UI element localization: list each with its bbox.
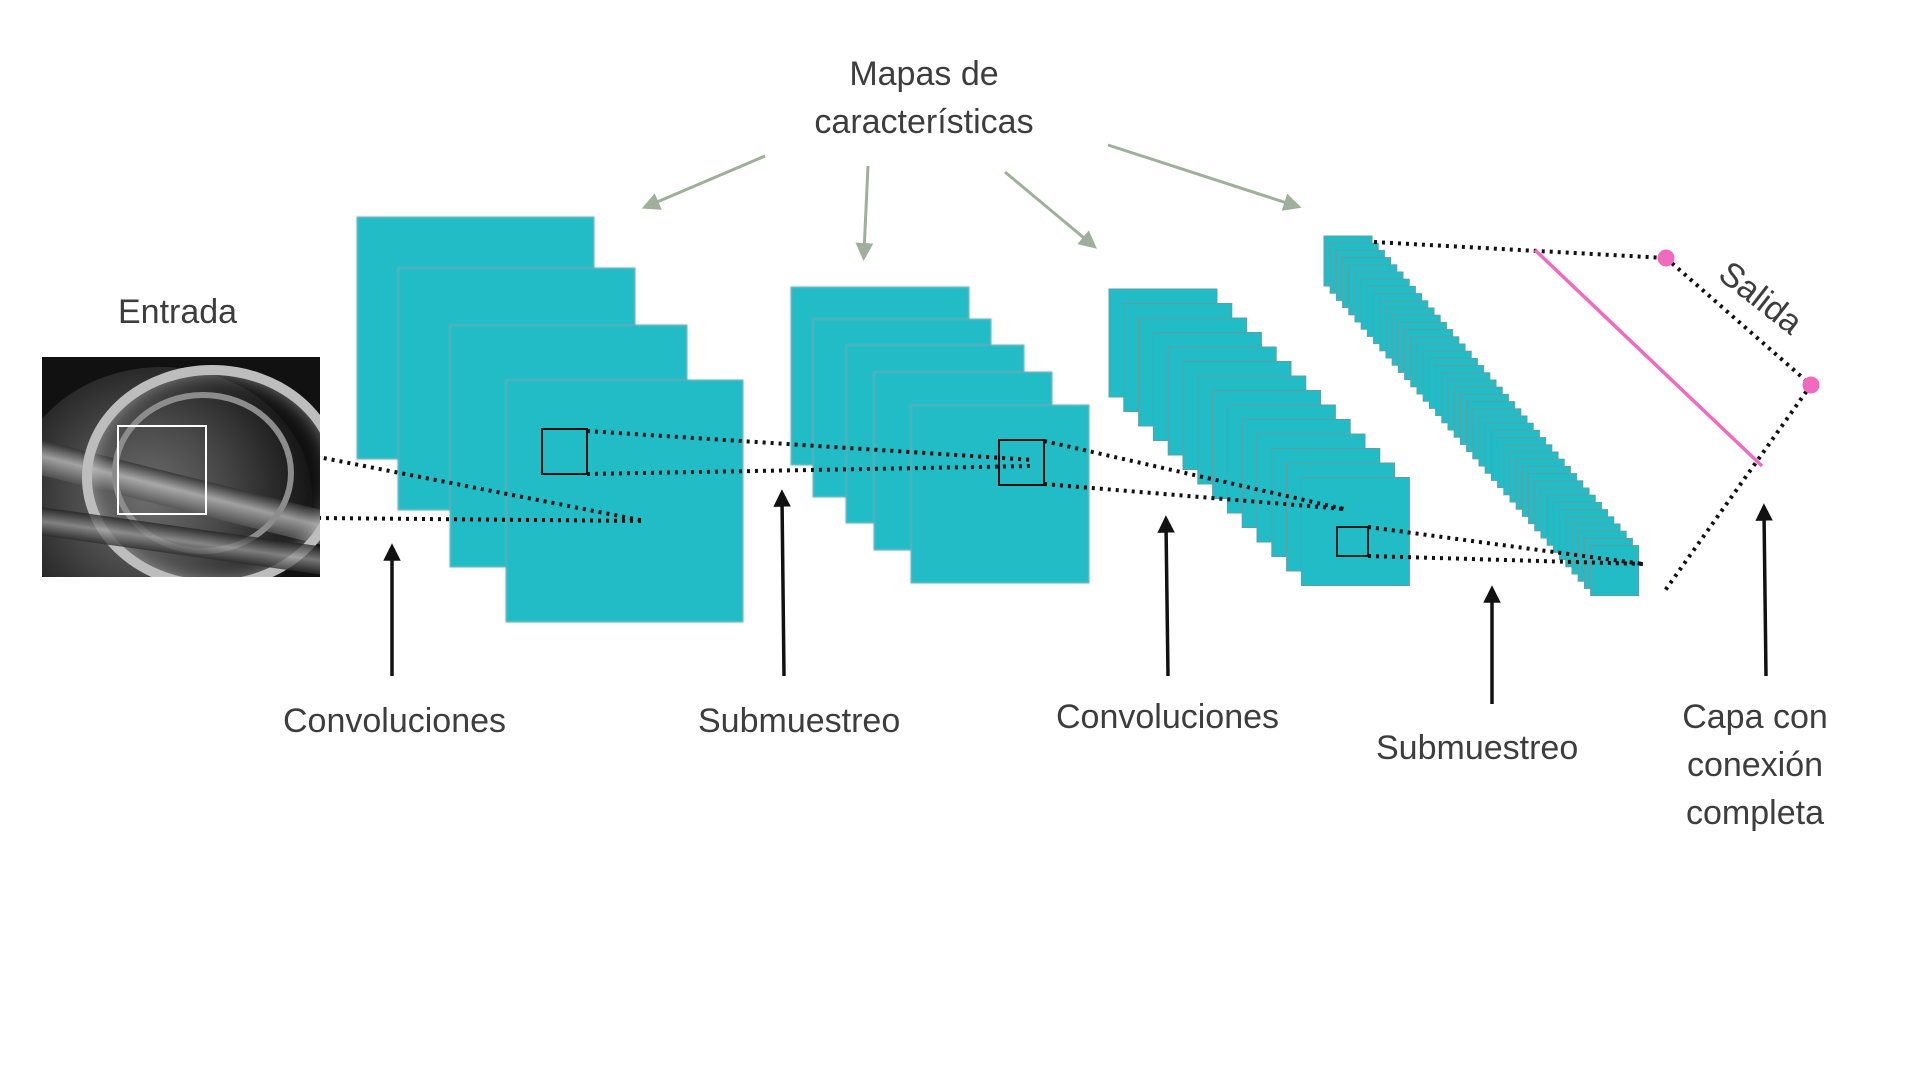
- stage-label-conv2: Convoluciones: [1056, 698, 1280, 736]
- input-receptive-box: [117, 425, 207, 515]
- stage-label-fc: Capa con conexión completa: [1682, 698, 1828, 832]
- skull-outline: [82, 365, 320, 577]
- feature-maps-title: Mapas de características: [814, 55, 1034, 141]
- sub2-feature-maps: [1323, 235, 1640, 597]
- feature-map: [1590, 545, 1640, 597]
- conv2-feature-maps: [1108, 288, 1410, 586]
- conv2-receptive-box: [1336, 526, 1369, 557]
- title-arrow-4: [1107, 143, 1302, 211]
- sub1-feature-maps: [790, 286, 1090, 584]
- title-arrow-2: [855, 165, 874, 261]
- stage-arrow-conv2: [1157, 515, 1175, 677]
- conv1-feature-maps: [356, 216, 744, 623]
- stage-label-sub2: Submuestreo: [1376, 729, 1579, 767]
- output-node: [1657, 249, 1675, 267]
- sub1-receptive-box: [998, 439, 1045, 486]
- title-arrow-3: [1004, 170, 1097, 249]
- input-ultrasound-image: [42, 357, 320, 577]
- title-arrows: [641, 143, 1302, 261]
- title-arrow-1: [641, 154, 766, 210]
- fully-connected-line: [1533, 248, 1764, 468]
- input-label: Entrada: [118, 293, 238, 331]
- feature-map: [910, 404, 1090, 584]
- conv1-receptive-box: [541, 428, 588, 475]
- output-node: [1802, 376, 1820, 394]
- stage-arrow-sub1: [773, 489, 791, 677]
- feature-map: [505, 379, 744, 623]
- stage-label-conv1: Convoluciones: [283, 702, 507, 740]
- feature-map: [1300, 477, 1410, 586]
- stage-label-sub1: Submuestreo: [698, 702, 901, 740]
- stage-arrow-fc: [1755, 503, 1773, 677]
- stage-arrows: [383, 489, 1773, 704]
